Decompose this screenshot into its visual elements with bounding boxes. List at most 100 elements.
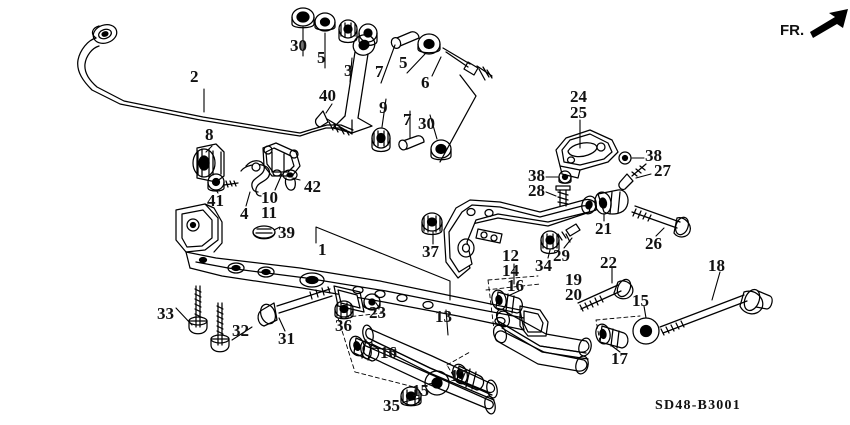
group-box-12: [485, 283, 541, 291]
part-26-bolt: [631, 205, 691, 238]
callout-12: 12: [502, 246, 519, 265]
part-9-bushing-lower: [371, 127, 391, 153]
part-35-nut: [400, 386, 422, 407]
part-15-washer-upperarm: [632, 317, 660, 345]
part-31-flange-bolt: [257, 286, 333, 327]
part-23-washer: [363, 293, 381, 311]
part-5-washer-top2: [417, 33, 441, 55]
orientation-arrow-icon: [810, 9, 848, 38]
callout-27: 27: [654, 161, 671, 180]
callout-10: 10: [261, 188, 278, 207]
callout-32: 32: [232, 321, 249, 340]
callout-5a: 5: [317, 48, 326, 67]
part-36-nut: [334, 300, 354, 320]
part-19-20-upper-arm: [492, 308, 592, 375]
callout-15b: 15: [632, 291, 649, 310]
part-42-plug: [282, 169, 298, 191]
part-17-bushing-lowerarm: [452, 363, 485, 391]
callout-42: 42: [304, 177, 321, 196]
callout-35: 35: [383, 396, 400, 415]
callout-20: 20: [565, 285, 582, 304]
callout-22: 22: [600, 253, 617, 272]
part-38-washer-right: [618, 151, 632, 165]
callout-8: 8: [205, 125, 214, 144]
part-17-bushing-upperarm: [595, 323, 629, 349]
callout-5b: 5: [399, 53, 408, 72]
callout-24: 24: [570, 87, 587, 106]
part-4-stabilizer-holder: [240, 160, 271, 197]
part-39-plug: [252, 225, 276, 240]
callout-41: 41: [207, 191, 224, 210]
part-30-nut-lower: [430, 139, 452, 161]
callout-31: 31: [278, 329, 295, 348]
group-box-19: [487, 275, 641, 343]
callout-11: 11: [261, 203, 278, 222]
callout-1: 1: [318, 240, 327, 259]
part-7-collar-top: [390, 31, 420, 49]
part-1-rear-beam: [175, 203, 549, 337]
callout-30b: 30: [418, 114, 435, 133]
callout-23: 23: [369, 303, 386, 322]
part-29-bolt: [557, 223, 581, 243]
part-34-bushing: [540, 230, 560, 255]
part-16-bushing-lowerarm: [349, 335, 380, 362]
part-38-washer-left: [558, 170, 572, 184]
callout-7b: 7: [403, 110, 412, 129]
part-13-lower-arm: [360, 324, 498, 415]
callout-40: 40: [319, 86, 336, 105]
part-5-washer-top: [314, 12, 336, 32]
part-22-bolt: [577, 278, 634, 312]
callout-38a: 38: [645, 146, 662, 165]
callout-38b: 38: [528, 166, 545, 185]
callout-26: 26: [645, 234, 662, 253]
part-32-bolt: [210, 302, 230, 353]
part-18-through-bolt: [659, 288, 773, 336]
part-9-bushing-top: [338, 19, 378, 47]
orientation-label: FR.: [780, 22, 805, 39]
part-40-bolt: [314, 110, 353, 136]
callout-34: 34: [535, 256, 552, 275]
callout-29: 29: [553, 246, 570, 265]
part-21-bushing: [594, 189, 629, 215]
part-30-nut-top: [291, 7, 315, 29]
callout-30a: 30: [290, 36, 307, 55]
callout-13: 13: [435, 307, 452, 326]
callout-21: 21: [595, 219, 612, 238]
callout-14: 14: [502, 261, 519, 280]
callout-18: 18: [708, 256, 725, 275]
callout-4: 4: [240, 204, 249, 223]
part-12-14-trailing-arm: [443, 195, 598, 279]
callout-17a: 17: [450, 366, 467, 385]
callout-33: 33: [157, 304, 174, 323]
part-6-bolt: [442, 47, 493, 81]
part-16-bushing-upperarm: [491, 289, 523, 314]
callout-2: 2: [190, 67, 199, 86]
part-8-stabilizer-bushing: [192, 143, 225, 183]
callout-17b: 17: [611, 349, 628, 368]
callout-15a: 15: [412, 381, 429, 400]
diagram-code: SD48-B3001: [655, 398, 741, 413]
part-28-bolt: [555, 185, 571, 207]
callout-25: 25: [570, 103, 587, 122]
callout-6: 6: [421, 73, 430, 92]
part-10-11-bracket: [262, 142, 301, 177]
part-33-bolt: [188, 285, 208, 335]
callout-36: 36: [335, 316, 352, 335]
callout-3: 3: [344, 61, 353, 80]
part-27-bolt: [618, 163, 647, 191]
callout-9: 9: [379, 98, 388, 117]
callout-19: 19: [565, 270, 582, 289]
stabilizer-bar-shape: [77, 24, 354, 137]
callout-7a: 7: [375, 62, 384, 81]
leader-lines: [175, 26, 721, 403]
callout-28: 28: [528, 181, 545, 200]
callout-16a: 16: [380, 343, 397, 362]
part-37-bushing: [421, 212, 443, 236]
callout-16b: 16: [507, 276, 524, 295]
part-3-stabilizer-link: [332, 34, 376, 134]
callout-37: 37: [422, 242, 439, 261]
part-7-collar-lower: [398, 135, 425, 151]
callout-39: 39: [278, 223, 295, 242]
